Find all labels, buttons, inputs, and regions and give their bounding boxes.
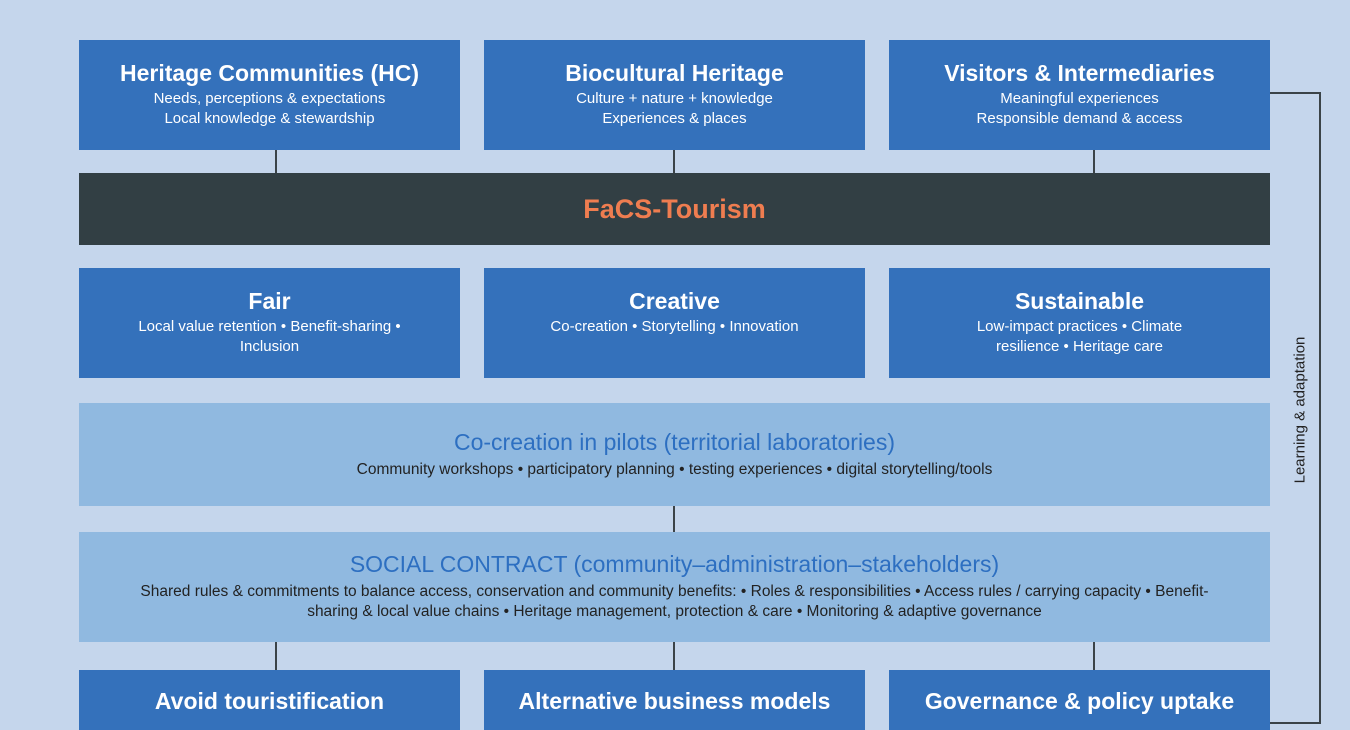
pillar-box-sustainable: Sustainable Low-impact practices • Clima… — [889, 268, 1270, 378]
cocreation-title: Co-creation in pilots (territorial labor… — [454, 429, 895, 455]
box-title: Sustainable — [1014, 288, 1145, 314]
social-contract-title: SOCIAL CONTRACT (community–administratio… — [349, 551, 1000, 577]
box-line: Experiences & places — [602, 110, 747, 127]
connector-line — [275, 642, 277, 670]
box-title: Visitors & Intermediaries — [944, 60, 1215, 86]
connector-line — [673, 150, 675, 174]
core-bar-facs-tourism: FaCS-Tourism — [79, 173, 1270, 245]
feedback-loop-bottom — [1270, 722, 1321, 724]
box-title: Avoid touristification — [154, 688, 385, 714]
box-title: Biocultural Heritage — [565, 60, 784, 86]
connector-line — [1093, 642, 1095, 670]
outcome-box-alternative-business-models: Alternative business models — [484, 670, 865, 730]
cocreation-panel: Co-creation in pilots (territorial labor… — [79, 403, 1270, 506]
social-contract-panel: SOCIAL CONTRACT (community–administratio… — [79, 532, 1270, 642]
box-line: Culture + nature + knowledge — [576, 90, 773, 107]
outcome-box-avoid-touristification: Avoid touristification — [79, 670, 460, 730]
feedback-loop-top — [1270, 92, 1321, 94]
connector-line — [673, 506, 675, 532]
input-box-heritage-communities: Heritage Communities (HC) Needs, percept… — [79, 40, 460, 150]
connector-line — [673, 642, 675, 670]
box-subtitle: Co-creation • Storytelling • Innovation — [484, 317, 865, 337]
pillar-box-creative: Creative Co-creation • Storytelling • In… — [484, 268, 865, 378]
box-line: Co-creation • Storytelling • Innovation — [550, 318, 799, 335]
box-line: Low-impact practices • Climate resilienc… — [976, 318, 1183, 355]
box-subtitle: Culture + nature + knowledge Experiences… — [484, 89, 865, 129]
box-title: Governance & policy uptake — [924, 688, 1235, 714]
box-title: Fair — [248, 288, 291, 314]
box-title: Heritage Communities (HC) — [119, 60, 420, 86]
box-line: Meaningful experiences — [1000, 90, 1159, 107]
box-subtitle: Low-impact practices • Climate resilienc… — [889, 317, 1270, 357]
feedback-loop-side — [1319, 92, 1321, 724]
box-subtitle: Meaningful experiences Responsible deman… — [889, 89, 1270, 129]
box-line: Local knowledge & stewardship — [164, 110, 375, 127]
box-line: Local value retention • Benefit-sharing … — [138, 318, 401, 355]
connector-line — [1093, 150, 1095, 174]
input-box-visitors-intermediaries: Visitors & Intermediaries Meaningful exp… — [889, 40, 1270, 150]
social-contract-text: Shared rules & commitments to balance ac… — [140, 583, 1209, 620]
connector-line — [275, 150, 277, 174]
box-subtitle: Needs, perceptions & expectations Local … — [79, 89, 460, 129]
box-subtitle: Local value retention • Benefit-sharing … — [79, 317, 460, 357]
pillar-box-fair: Fair Local value retention • Benefit-sha… — [79, 268, 460, 378]
outcome-box-governance-policy-uptake: Governance & policy uptake — [889, 670, 1270, 730]
box-title: Creative — [629, 288, 720, 314]
cocreation-text: Community workshops • participatory plan… — [356, 461, 993, 478]
input-box-biocultural-heritage: Biocultural Heritage Culture + nature + … — [484, 40, 865, 150]
box-title: Alternative business models — [518, 688, 831, 714]
box-line: Responsible demand & access — [976, 110, 1183, 127]
core-title: FaCS-Tourism — [583, 193, 766, 224]
feedback-label-text: Learning & adaptation — [1291, 336, 1309, 484]
box-line: Needs, perceptions & expectations — [153, 90, 386, 107]
